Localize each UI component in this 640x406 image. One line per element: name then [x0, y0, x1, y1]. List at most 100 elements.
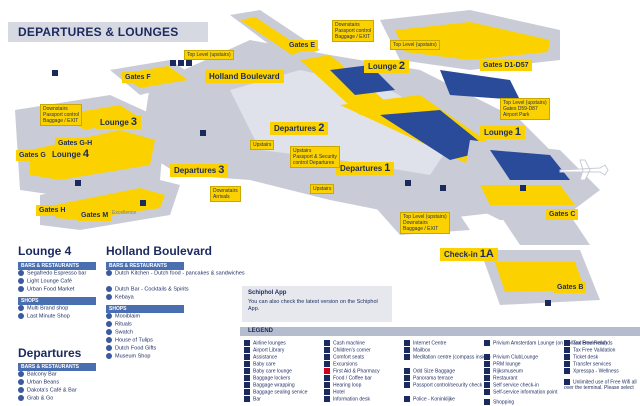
- departures-1-word: Departures: [340, 164, 383, 173]
- gates-e-label[interactable]: Gates E: [286, 40, 319, 51]
- gates-c-label[interactable]: Gates C: [546, 209, 579, 220]
- list-item[interactable]: Dutch Food Gifts: [106, 345, 156, 352]
- list-item[interactable]: Grab & Go: [18, 395, 53, 402]
- holland-bars-header: BARS & RESTAURANTS: [106, 262, 184, 270]
- map-icon-10: [75, 180, 81, 186]
- legend-item: Police - Koninklijke: [404, 396, 455, 402]
- gates-g-label[interactable]: Gates G: [16, 150, 49, 161]
- holland-boulevard-label[interactable]: Holland Boulevard: [205, 70, 284, 83]
- lounge-4-title: Lounge 4: [18, 244, 72, 258]
- bullet-icon: [18, 371, 24, 377]
- lounge-2-word: Lounge: [368, 62, 397, 71]
- list-item[interactable]: Mooiblaim: [106, 313, 140, 320]
- list-item[interactable]: Last Minute Shop: [18, 313, 70, 320]
- gates-b-label[interactable]: Gates B: [554, 282, 587, 293]
- list-item[interactable]: Urban Beans: [18, 379, 59, 386]
- list-item[interactable]: Dakota's Café & Bar: [18, 387, 77, 394]
- page-title: DEPARTURES & LOUNGES: [18, 25, 179, 39]
- legend-item: Tax Free Refunds: [564, 340, 612, 346]
- info-top-level-2: Top Level (upstairs): [184, 50, 234, 60]
- legend-label: Baggage wrapping: [253, 382, 295, 389]
- odd-size-icon: [404, 368, 410, 374]
- list-item-label: Dakota's Café & Bar: [27, 387, 77, 394]
- list-item-label: Light Lounge Café: [27, 278, 72, 285]
- legend-label: Airline lounges: [253, 340, 286, 347]
- gates-h-label[interactable]: Gates H: [36, 205, 69, 216]
- bullet-icon: [106, 353, 112, 359]
- excursions-icon: [324, 361, 330, 367]
- spa-icon: [564, 368, 570, 374]
- list-item-label: Multi Brand shop: [27, 305, 69, 312]
- gates-d-label[interactable]: Gates D1-D57: [480, 60, 532, 71]
- legend-label: Passport control/security check: [413, 382, 483, 389]
- legend-label: Rijksmuseum: [493, 368, 524, 375]
- gates-f-label[interactable]: Gates F: [122, 72, 154, 83]
- right-wing-walkway: [480, 185, 575, 205]
- bullet-icon: [18, 278, 24, 284]
- legend-item: Xpresspa - Wellness: [564, 368, 619, 374]
- departures-title: Departures: [18, 346, 82, 360]
- legend-item: Passport control/security check: [404, 382, 482, 388]
- legend-item: First Aid & Pharmacy: [324, 368, 380, 374]
- lounge-3-number: 3: [130, 116, 138, 128]
- holland-shops-header: SHOPS: [106, 305, 184, 313]
- list-item[interactable]: Kebaya: [106, 294, 134, 301]
- legend-item: Transfer services: [564, 361, 611, 367]
- info-line: Gates D59-D87: [503, 106, 538, 112]
- airplane-icon: [559, 159, 609, 181]
- info-line: Top Level (upstairs): [503, 100, 547, 106]
- list-item-label: Dutch Bar - Cocktails & Spirits: [115, 286, 189, 293]
- hotel-icon: [324, 389, 330, 395]
- ticket-icon: [564, 354, 570, 360]
- list-item[interactable]: Segafredo Espresso bar: [18, 270, 86, 277]
- list-item[interactable]: House of Tulips: [106, 337, 153, 344]
- list-item[interactable]: Balcony Bar: [18, 371, 57, 378]
- gates-gh-label[interactable]: Gates G-H: [55, 138, 96, 149]
- list-item-label: Mooiblaim: [115, 313, 141, 320]
- museum-icon: [484, 368, 490, 374]
- legend-label: Tax Free Validation: [573, 347, 616, 354]
- info-line: control Departures: [293, 160, 335, 166]
- excellence-label: Excellence: [112, 210, 137, 216]
- privium-icon: [484, 340, 490, 346]
- list-item-label: Museum Shop: [115, 353, 151, 360]
- info-top-level-right: Top Level (upstairs) Gates D59-D87 Airpo…: [500, 98, 550, 120]
- list-item[interactable]: Urban Food Market: [18, 286, 74, 293]
- legend-item: Hotel: [324, 389, 345, 395]
- legend-item: Baggage sealing service: [244, 389, 307, 395]
- legend-item: Internet Centre: [404, 340, 446, 346]
- legend-label: Hotel: [333, 389, 345, 396]
- prm-icon: [484, 361, 490, 367]
- schiphol-app-text: You can also check the latest version on…: [248, 299, 378, 312]
- legend-item: PRM lounge: [484, 361, 521, 367]
- legend-label: Baby care lounge: [253, 368, 292, 375]
- list-item[interactable]: Rituals: [106, 321, 132, 328]
- legend-item: Self-service information point: [484, 389, 557, 395]
- info-upstairs-left: Upstairs: [310, 184, 335, 194]
- map-icon-2: [178, 60, 184, 66]
- list-item[interactable]: Museum Shop: [106, 353, 150, 360]
- baby-care-icon: [244, 361, 250, 367]
- list-item[interactable]: Dutch Kitchen - Dutch food - pancakes & …: [106, 270, 245, 277]
- legend-item: Restaurant: [484, 375, 517, 381]
- list-item[interactable]: Multi Brand shop: [18, 305, 68, 312]
- legend-label: Panorama terrace: [413, 375, 454, 382]
- list-item[interactable]: Light Lounge Café: [18, 278, 72, 285]
- legend-item: Comfort seats: [324, 354, 364, 360]
- map-icon-3: [186, 60, 192, 66]
- legend-label: Comfort seats: [333, 354, 365, 361]
- list-item[interactable]: Swatch: [106, 329, 133, 336]
- children-icon: [324, 347, 330, 353]
- legend-item: Ticket desk: [564, 354, 598, 360]
- gates-m-label[interactable]: Gates M: [78, 210, 112, 221]
- bullet-icon: [18, 387, 24, 393]
- list-item[interactable]: Dutch Bar - Cocktails & Spirits: [106, 286, 189, 293]
